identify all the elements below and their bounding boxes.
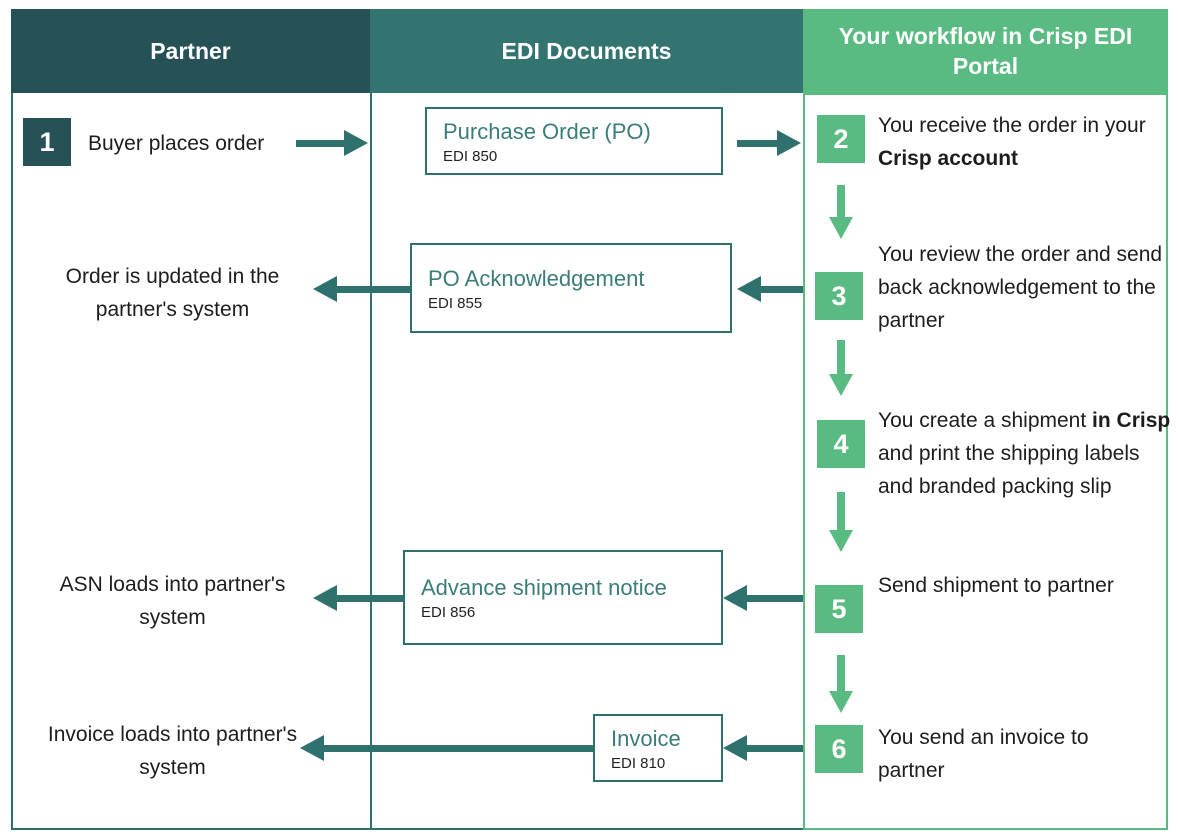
step-number: 6	[831, 733, 847, 764]
column-header-crisp-workflow: Your workflow in Crisp EDI Portal	[803, 9, 1168, 93]
doc-box-invoice: Invoice EDI 810	[593, 714, 723, 782]
workflow-step-text-3: You review the order and send back ackno…	[878, 238, 1170, 337]
partner-note-order-updated: Order is updated in the partner's system	[65, 265, 280, 321]
step-number: 1	[39, 126, 55, 157]
step-text-normal: and print the shipping labels and brande…	[878, 442, 1140, 498]
step-text-normal: Send shipment to partner	[878, 574, 1114, 597]
step-number: 3	[831, 280, 847, 311]
partner-step-text: Buyer places order	[88, 132, 265, 155]
workflow-step-text-6: You send an invoice to partner	[878, 721, 1138, 787]
partner-note-invoice-loads: Invoice loads into partner's system	[47, 723, 298, 779]
partner-column-body	[11, 93, 370, 830]
step-text-normal: You receive the order in your	[878, 114, 1146, 137]
workflow-step-text-2: You receive the order in your Crisp acco…	[878, 109, 1170, 175]
doc-box-purchase-order: Purchase Order (PO) EDI 850	[425, 107, 723, 175]
doc-title: Invoice	[611, 725, 681, 751]
step-text-bold: Crisp account	[878, 147, 1019, 170]
step-text-normal: You send an invoice to partner	[878, 726, 1089, 782]
column-header-edi-documents: EDI Documents	[370, 9, 803, 93]
doc-title: PO Acknowledgement	[428, 265, 645, 291]
step-badge-2: 2	[817, 115, 865, 163]
workflow-step-text-4: You create a shipment in Crisp and print…	[878, 404, 1173, 503]
step-text-normal: You create a shipment	[878, 409, 1093, 432]
doc-code: EDI 856	[421, 604, 476, 621]
step-badge-6: 6	[815, 725, 863, 773]
step-badge-5: 5	[815, 585, 863, 633]
step-number: 4	[833, 428, 849, 459]
step-text-bold: in Crisp	[1092, 409, 1171, 432]
edi-documents-column-body	[370, 93, 803, 830]
doc-code: EDI 810	[611, 754, 666, 772]
step-badge-4: 4	[817, 420, 865, 468]
doc-code: EDI 855	[428, 294, 483, 312]
step-badge-1: 1	[23, 118, 71, 166]
doc-code: EDI 850	[443, 147, 498, 165]
doc-title: Advance shipment notice	[421, 575, 667, 600]
step-text-normal: You review the order and send back ackno…	[878, 243, 1163, 332]
partner-note-asn-loads: ASN loads into partner's system	[59, 573, 286, 629]
step-number: 5	[831, 593, 847, 624]
step-number: 2	[833, 123, 849, 154]
column-header-partner: Partner	[11, 9, 370, 93]
doc-title: Purchase Order (PO)	[443, 118, 651, 144]
doc-box-po-acknowledgement: PO Acknowledgement EDI 855	[410, 243, 732, 333]
step-badge-3: 3	[815, 272, 863, 320]
workflow-step-text-5: Send shipment to partner	[878, 569, 1138, 602]
doc-box-advance-shipment-notice: Advance shipment notice EDI 856	[403, 550, 723, 645]
